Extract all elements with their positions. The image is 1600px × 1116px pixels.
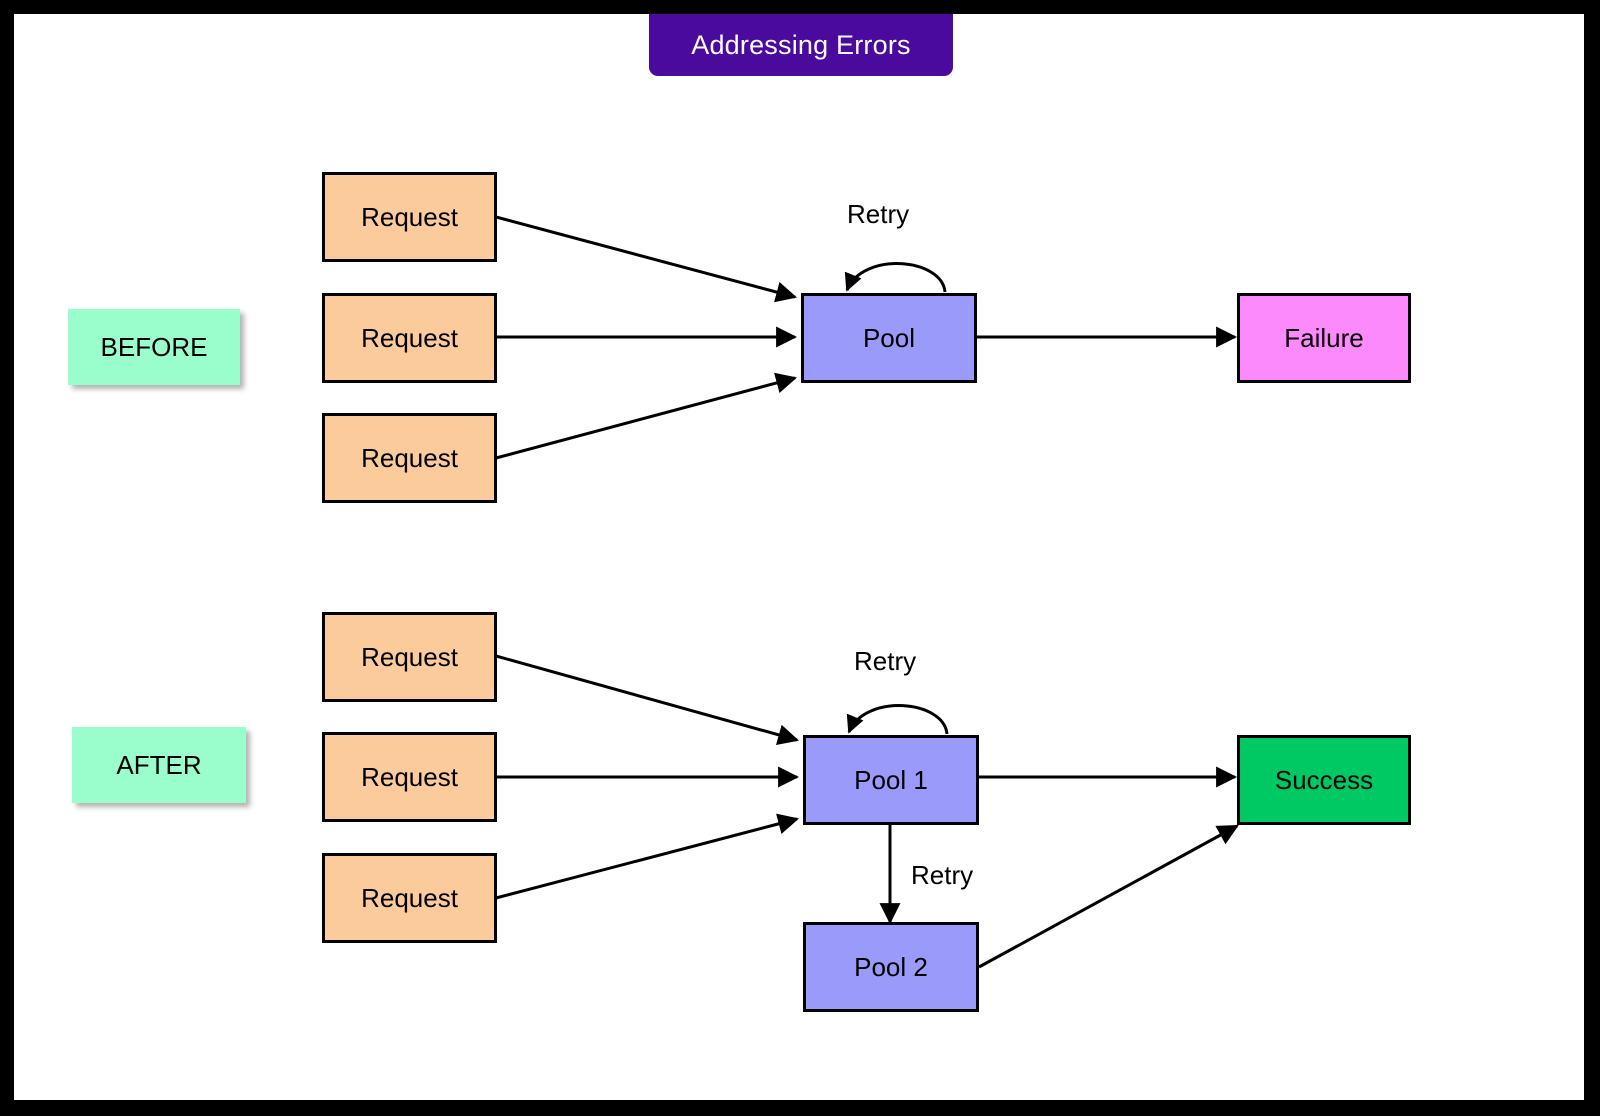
after-pool1-label: Pool 1 <box>854 764 928 795</box>
connector-layer <box>495 215 1239 969</box>
after-success-label: Success <box>1274 764 1374 795</box>
after-request-label-3: Request <box>361 882 458 913</box>
before-request-label-1: Request <box>361 201 458 232</box>
after-request-box-2: Request <box>322 732 497 822</box>
phase-label-after-text: AFTER <box>116 749 202 780</box>
edge-request3-to-pool <box>495 372 798 460</box>
after-request-box-3: Request <box>322 853 497 943</box>
after-retry-self-label: Retry <box>854 646 917 676</box>
edge-request6-to-pool1 <box>495 813 800 900</box>
after-request-box-1: Request <box>322 612 497 702</box>
before-failure-box: Failure <box>1237 293 1411 383</box>
before-pool-label: Pool <box>862 322 916 353</box>
page-title: Addressing Errors <box>691 29 911 60</box>
after-request-label-2: Request <box>361 761 458 792</box>
edge-pool-retry-loop <box>844 262 947 293</box>
diagram-canvas: Addressing Errors <box>14 14 1584 1100</box>
after-pool1-box: Pool 1 <box>803 735 979 825</box>
edge-pool2-to-success <box>978 824 1239 969</box>
before-pool-box: Pool <box>801 293 977 383</box>
before-failure-label: Failure <box>1284 322 1364 353</box>
phase-label-before-text: BEFORE <box>100 331 208 362</box>
after-retry-fallback-label: Retry <box>911 860 974 890</box>
before-request-box-2: Request <box>322 293 497 383</box>
diagram-title-banner: Addressing Errors <box>649 14 953 76</box>
edge-request4-to-pool1 <box>495 654 800 746</box>
after-pool2-label: Pool 2 <box>854 951 928 982</box>
edge-pool1-retry-loop <box>846 704 949 735</box>
before-request-box-1: Request <box>322 172 497 262</box>
before-request-label-2: Request <box>361 322 458 353</box>
before-request-box-3: Request <box>322 413 497 503</box>
phase-label-before: BEFORE <box>68 309 240 385</box>
before-request-label-3: Request <box>361 442 458 473</box>
edge-request1-to-pool <box>495 215 798 303</box>
phase-label-after: AFTER <box>72 727 246 803</box>
after-request-label-1: Request <box>361 641 458 672</box>
after-success-box: Success <box>1237 735 1411 825</box>
before-retry-label: Retry <box>847 199 910 229</box>
after-pool2-box: Pool 2 <box>803 922 979 1012</box>
